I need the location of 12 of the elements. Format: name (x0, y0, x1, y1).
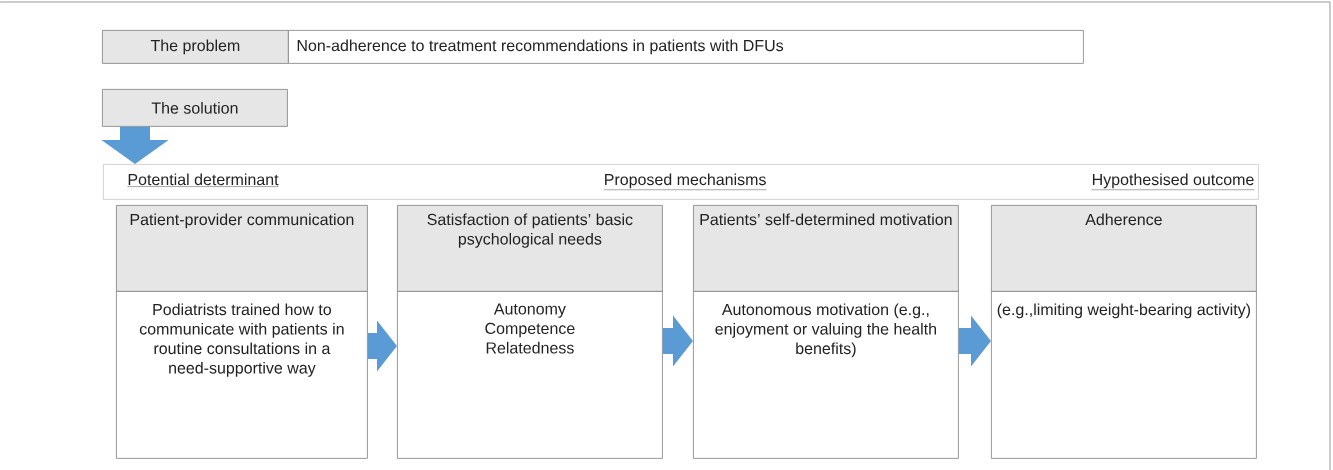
header-box: Satisfaction of patients’ basic psychological needs (397, 205, 663, 292)
header-box: Adherence (991, 205, 1257, 292)
header-box: Patient-provider communication (116, 205, 368, 292)
header-box: Patients’ self-determined motivation (693, 205, 959, 292)
column-header-band: Potential determinant Proposed mechanisms Hypothesised outcome (103, 164, 1259, 200)
description-box: Autonomy Competence Relatedness (397, 291, 663, 459)
description-box: Podiatrists trained how to communicate with patients in routine consultations in a need-supportive way (116, 291, 368, 459)
description-box: Autonomous motivation (e.g., enjoyment or valuing the health benefits) (693, 291, 959, 459)
statement-box: Non-adherence to treatment recommendations in patients with DFUs (288, 30, 1084, 64)
label-box: The solution (102, 89, 288, 127)
description-box: (e.g.,limiting weight-bearing activity) (991, 291, 1257, 459)
label-box: The problem (102, 30, 289, 64)
